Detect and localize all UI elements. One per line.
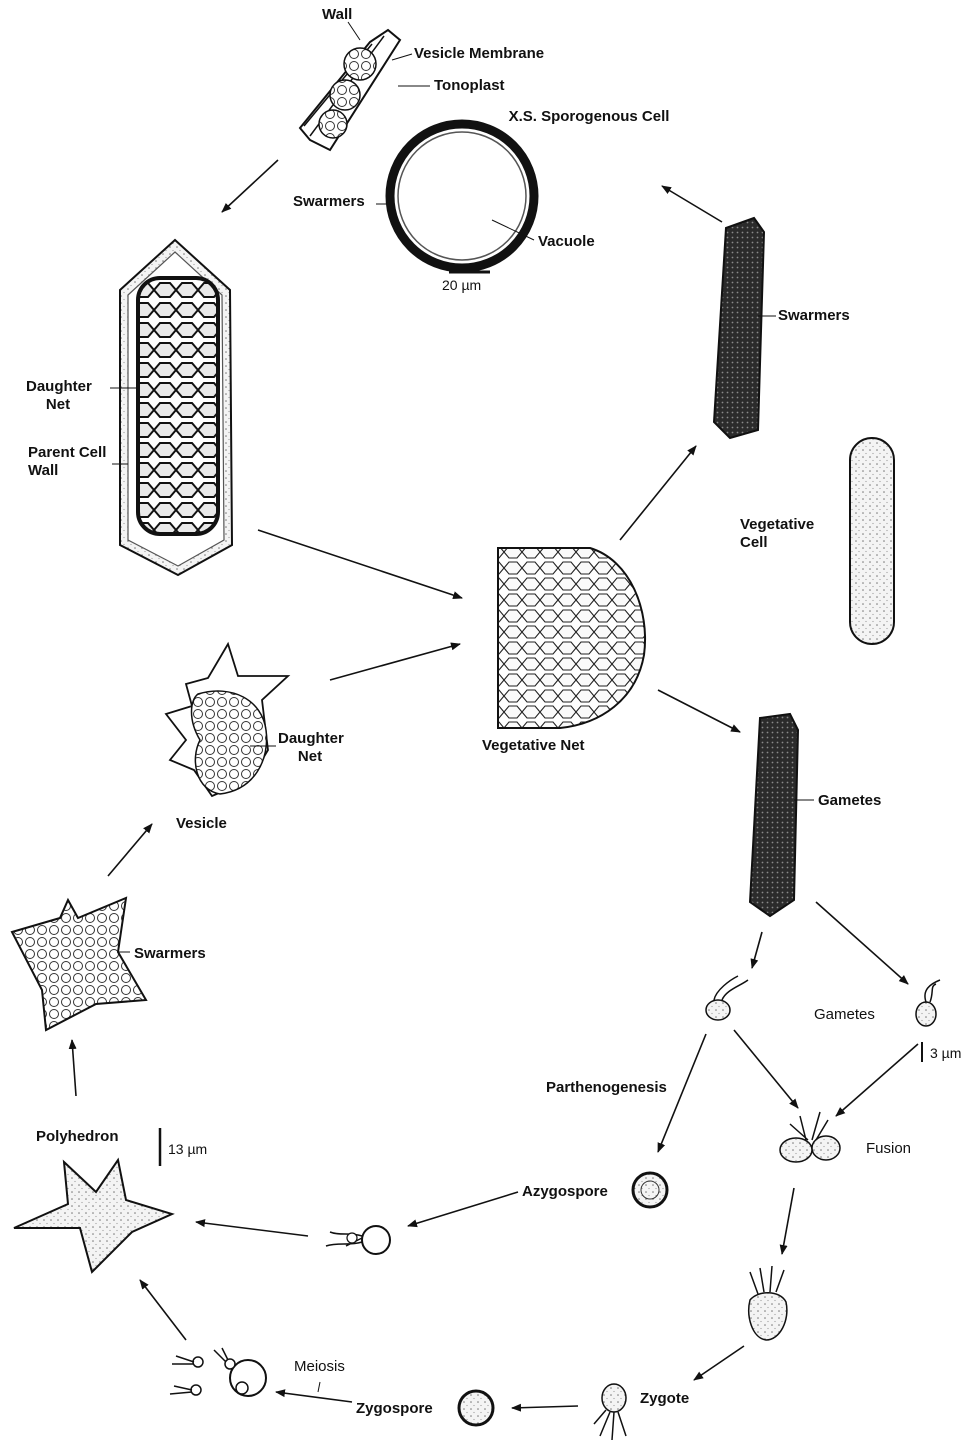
parent-cell-daughter-net-figure xyxy=(110,240,232,575)
swarmers-cell-figure xyxy=(714,218,776,438)
label-parent-cell-wall: Parent Cell Wall xyxy=(28,444,112,480)
zygospore-figure xyxy=(459,1391,493,1425)
label-vegetative-net: Vegetative Net xyxy=(482,737,585,755)
label-swarmers-top: Swarmers xyxy=(293,193,365,211)
label-gametes-free: Gametes xyxy=(814,1006,875,1024)
label-gametes-cell: Gametes xyxy=(818,792,881,810)
label-vesicle-membrane: Vesicle Membrane xyxy=(414,45,544,63)
label-polyhedron: Polyhedron xyxy=(36,1128,119,1146)
label-zygote: Zygote xyxy=(640,1390,689,1408)
gamete-cell-left xyxy=(706,976,748,1020)
label-swarmers-left: Swarmers xyxy=(134,945,206,963)
vegetative-net-figure xyxy=(498,548,645,728)
label-parthenogenesis: Parthenogenesis xyxy=(546,1079,667,1097)
label-vacuole: Vacuole xyxy=(538,233,595,251)
label-zygospore: Zygospore xyxy=(356,1400,433,1418)
label-scale-3um: 3 µm xyxy=(930,1044,961,1062)
label-scale-13um: 13 µm xyxy=(168,1140,207,1158)
germinating-azygospore-figure xyxy=(326,1226,390,1254)
label-azygospore: Azygospore xyxy=(522,1183,608,1201)
vesicle-daughter-net-figure xyxy=(166,644,288,796)
label-daughter-net-top: Daughter Net xyxy=(26,378,90,414)
label-daughter-net-vesicle: Daughter Net xyxy=(278,730,342,766)
zygote-quadriflagellate-figure xyxy=(749,1266,787,1340)
label-swarmers-right: Swarmers xyxy=(778,307,850,325)
vegetative-cell-figure xyxy=(850,438,894,644)
polyhedron-figure xyxy=(14,1128,172,1272)
zygote-figure xyxy=(594,1384,626,1440)
label-wall: Wall xyxy=(322,6,352,24)
swarmers-polyhedron-figure xyxy=(12,898,146,1030)
azygospore-figure xyxy=(633,1173,667,1207)
fusion-figure xyxy=(780,1112,840,1162)
sporogenous-cell-strip-figure xyxy=(300,30,400,150)
gametes-cell-figure xyxy=(750,714,814,916)
label-vesicle: Vesicle xyxy=(176,815,227,833)
label-tonoplast: Tonoplast xyxy=(434,77,505,95)
label-xs-sporogenous-cell: X.S. Sporogenous Cell xyxy=(508,108,670,126)
xs-sporogenous-cell-figure xyxy=(376,124,534,272)
label-vegetative-cell: Vegetative Cell xyxy=(740,516,812,552)
label-scale-20um: 20 µm xyxy=(442,276,481,294)
label-meiosis: Meiosis xyxy=(294,1358,345,1376)
label-fusion: Fusion xyxy=(866,1140,911,1158)
